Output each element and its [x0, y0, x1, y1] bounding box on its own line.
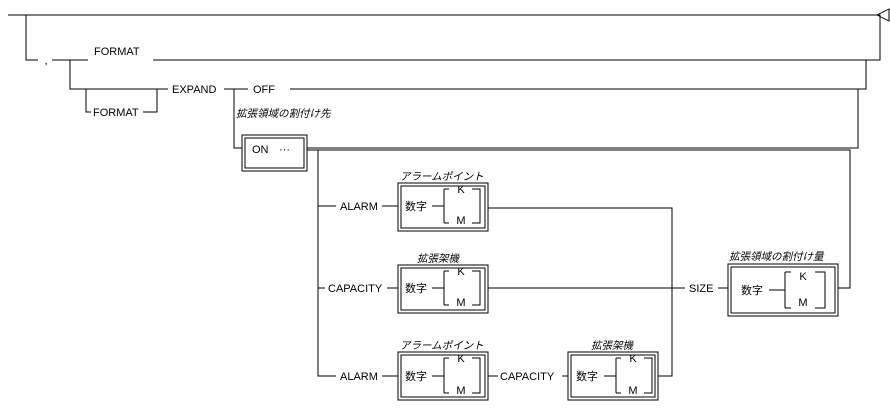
alarm-unit-k: K — [457, 184, 465, 196]
alarm-point-caption: アラームポイント — [400, 171, 484, 183]
capacity-unit-m-combined: M — [628, 385, 637, 397]
capacity-keyword: CAPACITY — [328, 283, 383, 295]
size-unit-k: K — [799, 271, 807, 283]
end-arrow-icon — [875, 8, 890, 22]
format-keyword: FORMAT — [94, 46, 140, 58]
alarm-unit-m: M — [456, 215, 465, 227]
alarm-number-box — [397, 182, 489, 232]
capacity-number-label-combined: 数字 — [576, 369, 598, 383]
capacity-keyword-combined: CAPACITY — [500, 371, 555, 383]
capacity-number-box — [397, 264, 489, 314]
expansion-area-amount-caption: 拡張領域の割付け量 — [729, 251, 825, 263]
size-keyword: SIZE — [689, 283, 713, 295]
expand-keyword: EXPAND — [172, 84, 216, 96]
capacity-unit-k: K — [457, 266, 465, 278]
on-option: ON — [252, 144, 269, 156]
capacity-unit-k-combined: K — [629, 353, 637, 365]
on-option-box — [241, 134, 308, 172]
size-number-label: 数字 — [741, 283, 763, 297]
outer-loop — [8, 8, 890, 149]
capacity-unit-m: M — [456, 297, 465, 309]
capacity-number-box-combined — [567, 351, 659, 401]
alarm-number-label: 数字 — [405, 199, 427, 213]
off-option: OFF — [253, 84, 275, 96]
alarm-unit-k-combined: K — [457, 353, 465, 365]
capacity-number-label: 数字 — [405, 281, 427, 295]
alarm-keyword-combined: ALARM — [340, 371, 378, 383]
comma-separator: , — [44, 55, 47, 67]
alarm-number-label-combined: 数字 — [405, 369, 427, 383]
size-unit-m: M — [798, 297, 807, 309]
size-number-box — [727, 263, 839, 317]
alarm-keyword: ALARM — [340, 201, 378, 213]
expansion-unit-caption: 拡張架機 — [417, 253, 460, 265]
alarm-number-box-combined — [397, 351, 489, 401]
alarm-unit-m-combined: M — [456, 385, 465, 397]
branch-lines — [307, 149, 851, 377]
alarm-point-caption-combined: アラームポイント — [400, 340, 484, 352]
format-repeat-keyword: FORMAT — [93, 107, 139, 119]
expansion-area-destination-caption: 拡張領域の割付け先 — [236, 108, 331, 120]
ellipsis: ··· — [279, 144, 290, 156]
expansion-unit-caption-combined: 拡張架機 — [591, 340, 634, 352]
